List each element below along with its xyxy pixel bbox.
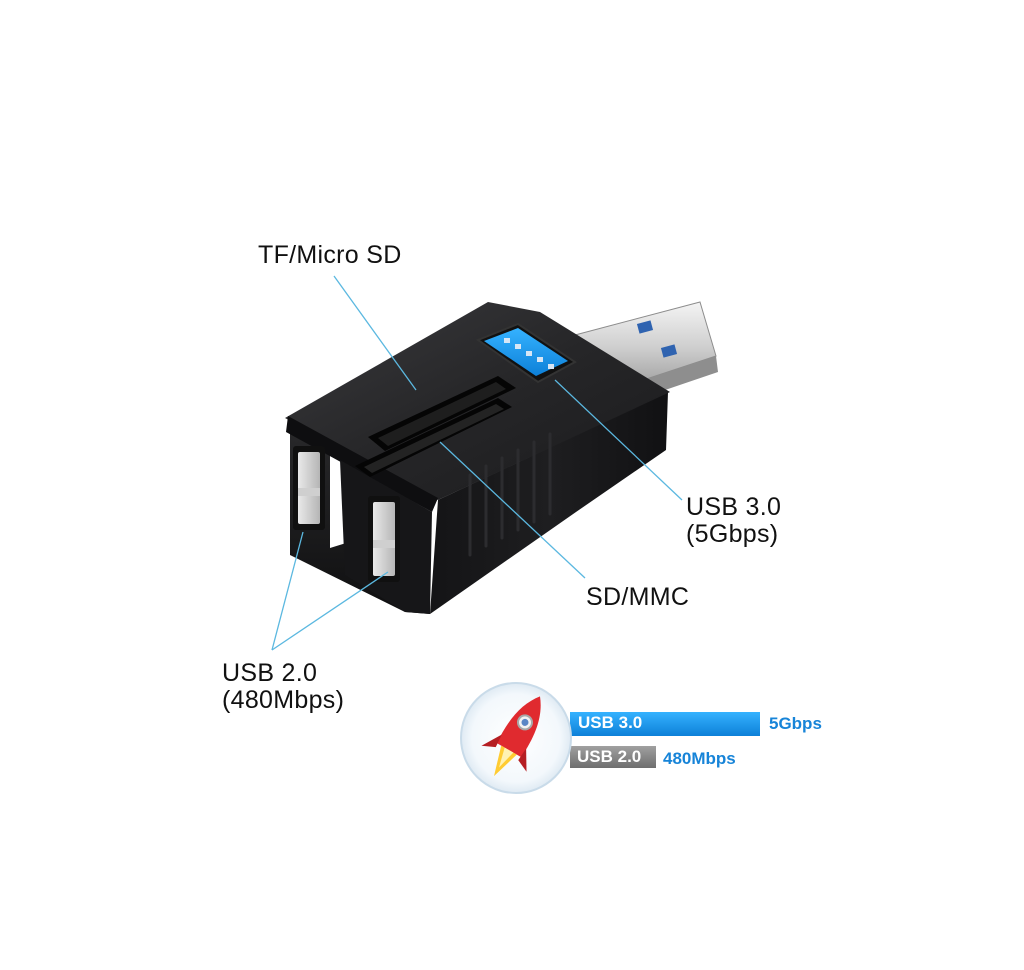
speed-badge (460, 682, 760, 794)
usb2-bar-speed: 480Mbps (663, 749, 736, 768)
tf-micro-sd-label: TF/Micro SD (258, 242, 402, 269)
usb3-callout-label: USB 3.0 (5Gbps) (686, 494, 781, 548)
usb3-bar-label: USB 3.0 (578, 713, 643, 732)
callout-lines (271, 275, 683, 651)
usb3-port (475, 322, 577, 384)
sd-mmc-text: SD/MMC (586, 583, 690, 611)
usb2-callout-line2: (480Mbps) (222, 686, 345, 714)
tf-micro-sd-text: TF/Micro SD (258, 241, 402, 269)
rocket-icon (481, 696, 541, 777)
usb3-bar-speed: 5Gbps (769, 714, 822, 733)
usb2-port-right (368, 496, 400, 582)
usb2-callout-line1: USB 2.0 (222, 659, 318, 687)
usb3-callout-line2: (5Gbps) (686, 520, 779, 548)
card-slots (355, 376, 516, 477)
usb2-bar-label: USB 2.0 (577, 747, 642, 766)
sd-mmc-label: SD/MMC (586, 584, 689, 611)
usb2-port-left (293, 446, 325, 530)
usb2-callout-label: USB 2.0 (480Mbps) (222, 660, 344, 714)
grip-grooves (468, 432, 552, 557)
usb3-callout-line1: USB 3.0 (686, 493, 782, 521)
